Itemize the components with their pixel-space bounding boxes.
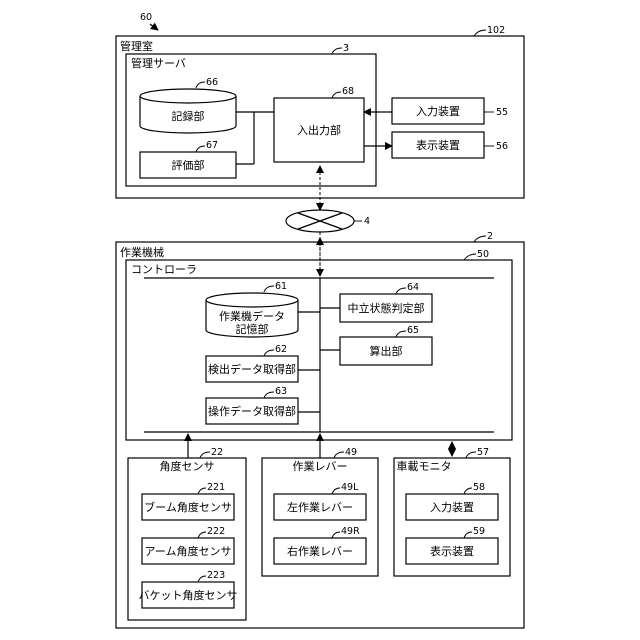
evaluation-unit: 評価部 67 [140, 140, 236, 178]
boom-angle-sensor-ref: 221 [207, 482, 225, 493]
input-device-ref: 55 [496, 107, 508, 118]
calculation-unit: 算出部 65 [340, 325, 432, 365]
calculation-unit-label: 算出部 [370, 344, 403, 358]
angle-sensor-label: 角度センサ [160, 459, 215, 473]
input-arrows [188, 434, 452, 458]
management-room-ref: 102 [487, 25, 505, 36]
monitor-input-device-ref: 58 [473, 482, 485, 493]
svg-text:60: 60 [140, 12, 152, 23]
neutral-state-judgment-label: 中立状態判定部 [348, 301, 425, 315]
management-server-ref: 3 [343, 43, 349, 54]
controller-label: コントローラ [131, 263, 197, 276]
io-device-arrows [364, 112, 392, 146]
detection-data-acquisition-label: 検出データ取得部 [208, 362, 296, 376]
operation-data-acquisition-ref: 63 [275, 386, 287, 397]
monitor-display-device: 表示装置 59 [406, 526, 498, 564]
work-lever-label: 作業レバー [293, 460, 348, 473]
right-work-lever-label: 右作業レバー [287, 544, 353, 558]
network: 4 [286, 210, 370, 232]
left-work-lever-label: 左作業レバー [287, 501, 353, 514]
neutral-state-judgment: 中立状態判定部 64 [340, 282, 432, 322]
boom-angle-sensor-label: ブーム角度センサ [144, 500, 232, 514]
machine-data-storage: 作業機データ 記憶部 61 [206, 281, 298, 337]
management-room-label: 管理室 [120, 39, 153, 53]
right-work-lever: 右作業レバー 49R [274, 526, 366, 564]
input-device: 入力装置 55 [392, 98, 508, 124]
monitor-display-device-ref: 59 [473, 526, 485, 537]
angle-sensor-ref: 22 [211, 447, 223, 458]
work-machine-label: 作業機械 [120, 245, 164, 259]
left-work-lever-ref: 49L [341, 482, 359, 493]
onboard-monitor-ref: 57 [477, 447, 489, 458]
operation-data-acquisition: 操作データ取得部 63 [206, 386, 298, 424]
monitor-display-device-label: 表示装置 [430, 544, 474, 558]
display-device-ref: 56 [496, 141, 508, 152]
io-unit: 入出力部 68 [274, 86, 364, 162]
io-unit-ref: 68 [342, 86, 354, 97]
detection-data-acquisition: 検出データ取得部 62 [206, 344, 298, 382]
arm-angle-sensor-ref: 222 [207, 526, 225, 537]
bucket-angle-sensor-label: バケット角度センサ [139, 588, 238, 602]
network-ref: 4 [364, 216, 370, 227]
controller-ref: 50 [477, 249, 489, 260]
calculation-unit-ref: 65 [407, 325, 419, 336]
left-work-lever: 左作業レバー 49L [274, 482, 366, 520]
work-lever-ref: 49 [345, 447, 357, 458]
bucket-angle-sensor: バケット角度センサ 223 [139, 570, 238, 608]
figure-ref: 60 [140, 12, 158, 30]
monitor-input-device-label: 入力装置 [430, 501, 474, 514]
controller-bus [144, 278, 494, 432]
recording-unit-label: 記録部 [172, 109, 205, 123]
neutral-state-judgment-ref: 64 [407, 282, 419, 293]
display-device-label: 表示装置 [416, 138, 460, 152]
onboard-monitor-label: 車載モニタ [397, 459, 452, 473]
boom-angle-sensor: ブーム角度センサ 221 [142, 482, 234, 520]
operation-data-acquisition-label: 操作データ取得部 [208, 404, 296, 418]
evaluation-unit-ref: 67 [206, 140, 218, 151]
input-device-label: 入力装置 [416, 105, 460, 118]
io-unit-label: 入出力部 [297, 123, 341, 137]
right-work-lever-ref: 49R [341, 526, 360, 537]
arm-angle-sensor-label: アーム角度センサ [144, 544, 231, 558]
machine-data-storage-ref: 61 [275, 281, 287, 292]
work-machine-ref: 2 [487, 231, 493, 242]
server-internal-bus [236, 112, 274, 164]
monitor-input-device: 入力装置 58 [406, 482, 498, 520]
machine-data-storage-label-line2: 記憶部 [236, 322, 269, 336]
detection-data-acquisition-ref: 62 [275, 344, 287, 355]
machine-data-storage-label-line1: 作業機データ [219, 309, 285, 323]
recording-unit-ref: 66 [206, 77, 218, 88]
evaluation-unit-label: 評価部 [172, 158, 205, 172]
arm-angle-sensor: アーム角度センサ 222 [142, 526, 234, 564]
bucket-angle-sensor-ref: 223 [207, 570, 225, 581]
display-device: 表示装置 56 [392, 132, 508, 158]
management-server-label: 管理サーバ [131, 56, 186, 70]
recording-unit: 記録部 66 [140, 77, 236, 133]
